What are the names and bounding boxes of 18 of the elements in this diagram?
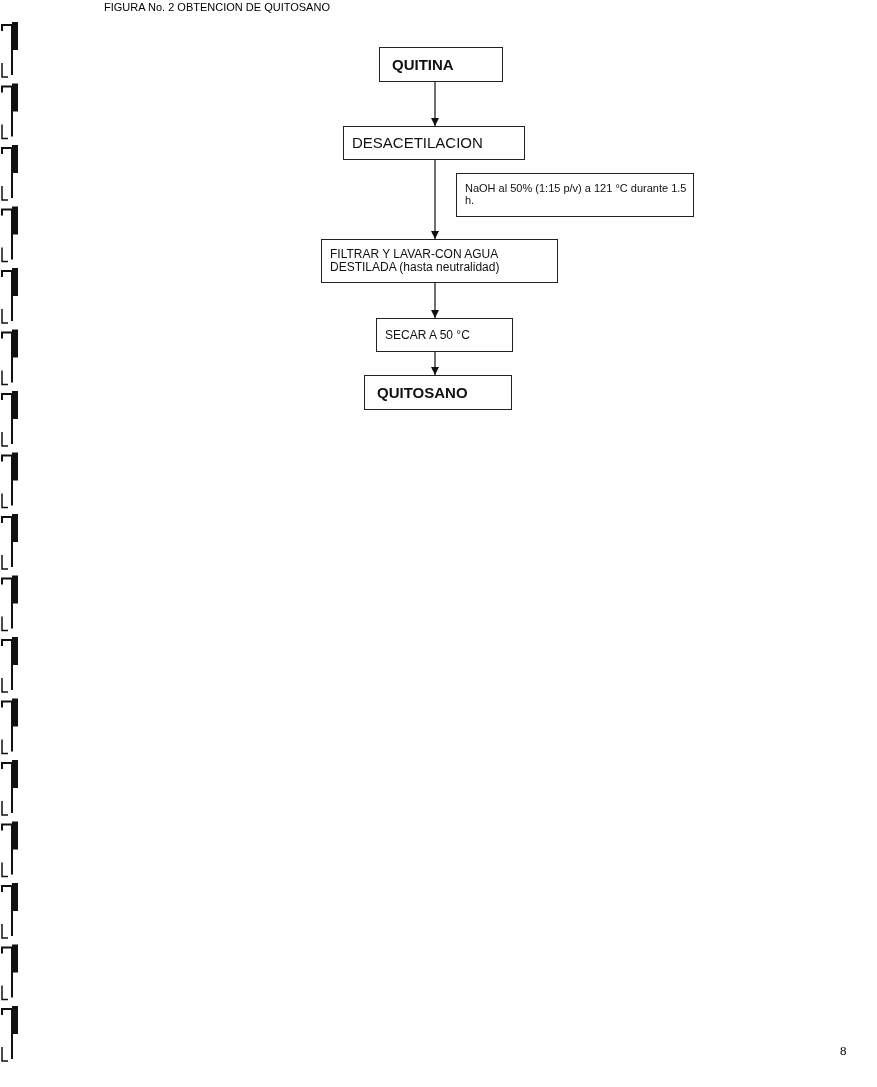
page-number: 8	[840, 1043, 847, 1059]
condition-note-box	[456, 173, 694, 217]
process-box	[321, 239, 558, 283]
arrow	[431, 159, 439, 240]
figure-title: FIGURA No. 2 OBTENCION DE QUITOSANO	[104, 1, 330, 13]
arrow	[431, 351, 439, 376]
box-text: FILTRAR Y LAVAR-CON AGUA DESTILADA (hasta neutralidad)	[330, 248, 501, 274]
box-text: NaOH al 50% (1:15 p/v) a 121 °C durante 1.5 h.	[465, 183, 687, 207]
box-text: QUITINA	[392, 56, 454, 73]
process-box	[376, 318, 513, 352]
box-text: SECAR A 50 °C	[385, 328, 470, 342]
arrow	[431, 81, 439, 127]
process-box	[364, 375, 512, 410]
box-text: QUITOSANO	[377, 384, 468, 401]
process-box	[343, 126, 525, 160]
process-box	[379, 47, 503, 82]
arrow	[431, 282, 439, 319]
box-text: DESACETILACION	[352, 135, 483, 151]
